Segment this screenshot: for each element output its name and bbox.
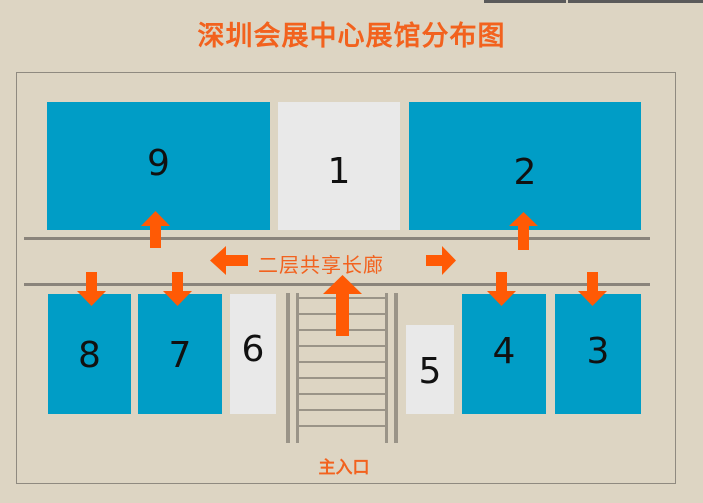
hall-1[interactable]: 1 <box>278 102 400 230</box>
hall-4[interactable]: 4 <box>462 294 546 414</box>
hall-2[interactable]: 2 <box>409 102 641 230</box>
hall-1-number: 1 <box>327 150 351 192</box>
stair-steps <box>299 297 385 427</box>
hall-9[interactable]: 9 <box>47 102 270 230</box>
corridor-rail-top <box>24 237 650 240</box>
shared-corridor-label: 二层共享长廊 <box>258 253 384 277</box>
venue-outline <box>16 72 676 484</box>
top-edge-bar-right <box>568 0 703 3</box>
hall-5[interactable]: 5 <box>406 325 454 414</box>
hall-3-number: 3 <box>586 330 610 372</box>
hall-8[interactable]: 8 <box>48 294 131 414</box>
stair-rail-right-inner <box>385 293 388 443</box>
hall-7[interactable]: 7 <box>138 294 222 414</box>
hall-6-number: 6 <box>241 328 265 370</box>
hall-7-number: 7 <box>168 334 192 376</box>
hall-4-number: 4 <box>492 330 516 372</box>
hall-3[interactable]: 3 <box>555 294 641 414</box>
main-staircase <box>286 293 398 443</box>
corridor-rail-bottom <box>24 283 650 286</box>
hall-6[interactable]: 6 <box>230 294 276 414</box>
top-edge-bar-left <box>484 0 566 3</box>
stair-rail-right-outer <box>394 293 398 443</box>
stair-rail-left-outer <box>286 293 290 443</box>
stair-rail-left-inner <box>296 293 299 443</box>
hall-8-number: 8 <box>78 334 101 376</box>
main-entrance-label: 主入口 <box>318 458 370 478</box>
hall-2-number: 2 <box>513 151 537 193</box>
map-title: 深圳会展中心展馆分布图 <box>197 21 506 52</box>
hall-9-number: 9 <box>147 142 170 184</box>
hall-5-number: 5 <box>418 351 442 392</box>
